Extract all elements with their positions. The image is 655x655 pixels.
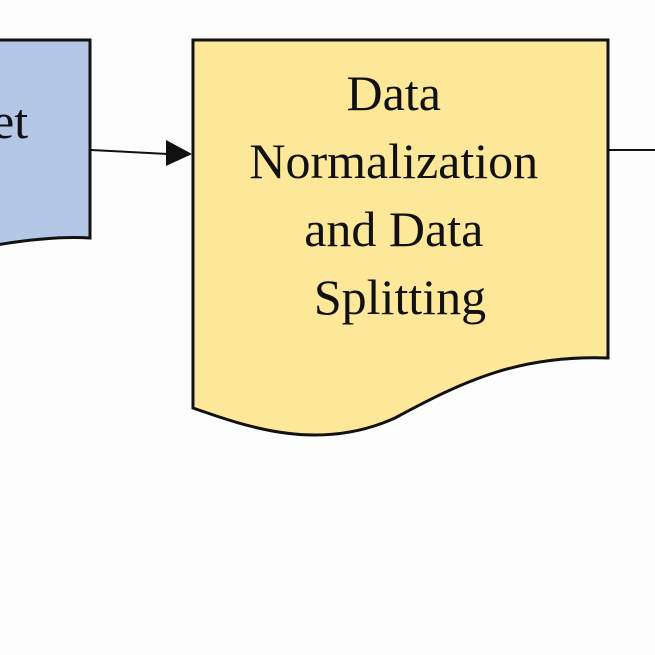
arrowhead xyxy=(166,140,192,166)
normalization-label-line-3: and Data xyxy=(304,201,483,257)
normalization-label-line-1: Data xyxy=(347,65,441,121)
dataset-label-line: et xyxy=(0,93,28,149)
normalization-label: Data Normalization and Data Splitting xyxy=(249,65,550,325)
dataset-document-shape xyxy=(0,38,92,246)
dataset-label: et xyxy=(0,93,28,149)
normalization-document-shape xyxy=(191,38,610,437)
normalization-label-line-4: Splitting xyxy=(314,269,486,325)
normalization-label-line-2: Normalization xyxy=(249,133,538,189)
connector-dataset-to-normalization xyxy=(90,149,169,155)
